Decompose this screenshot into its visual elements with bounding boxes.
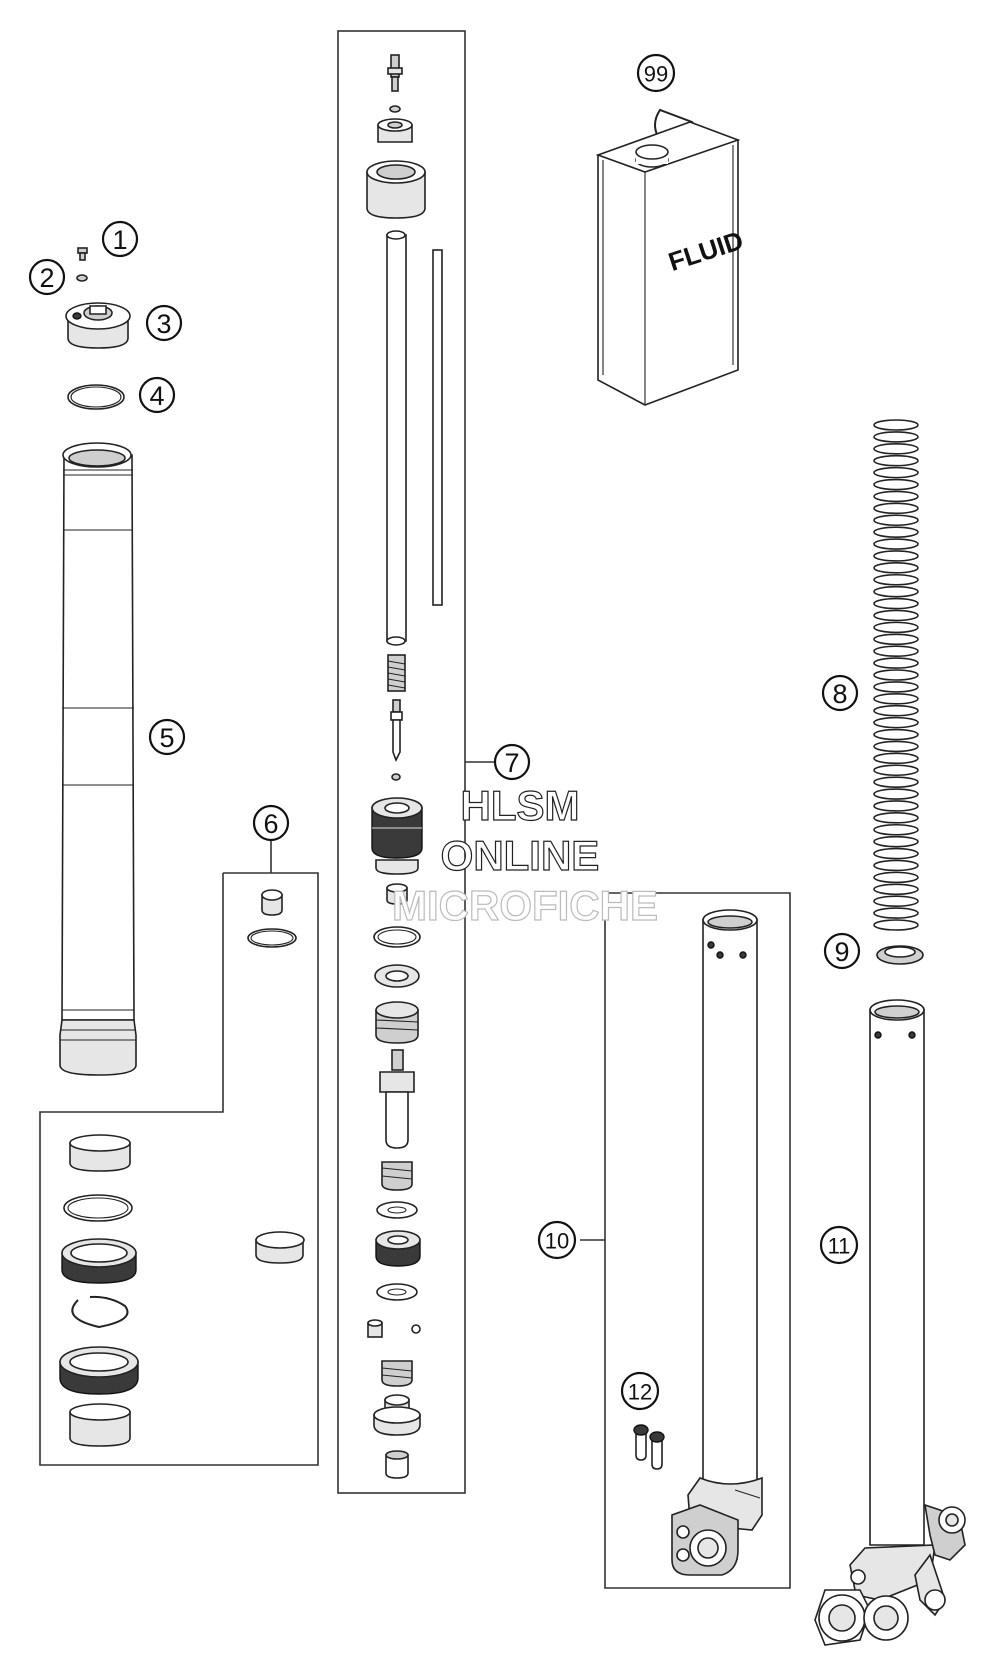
- part-fluid-can-99: FLUID: [595, 108, 747, 406]
- spring-coil: [873, 538, 919, 550]
- spring-coil: [873, 466, 919, 479]
- svg-text:11: 11: [828, 1234, 851, 1259]
- spring-coil: [873, 478, 919, 491]
- spring-coil: [873, 502, 919, 515]
- callout-11: 11: [819, 1225, 859, 1265]
- part-outer-tube-10: [671, 909, 763, 1576]
- svg-text:4: 4: [149, 381, 164, 411]
- spring-coil: [873, 526, 919, 538]
- spring-coil: [873, 728, 919, 741]
- frame-outer-tube: [604, 892, 791, 1589]
- callout-6: 6: [252, 804, 290, 842]
- spring-coil: [873, 907, 919, 919]
- spring-coil: [873, 550, 919, 562]
- svg-text:1: 1: [112, 225, 127, 255]
- spring-coil: [873, 454, 919, 467]
- callout-10: 10: [537, 1220, 577, 1260]
- spring-coil: [873, 740, 919, 753]
- spring-coil: [873, 788, 919, 800]
- group-frames: [39, 30, 791, 1589]
- part-seal-kit-6: [59, 889, 305, 1447]
- frame-seal-kit: [39, 872, 319, 1466]
- part-screw-1: [77, 247, 88, 261]
- spring-coil: [873, 573, 919, 586]
- watermark-line-3: MICROFICHE: [392, 882, 658, 929]
- spring-coil: [873, 919, 919, 931]
- spring-coil: [873, 859, 919, 872]
- part-fork-spring-8: [873, 419, 919, 931]
- spring-coil: [873, 585, 919, 598]
- spring-coil: [873, 431, 919, 443]
- spring-coil: [873, 704, 919, 717]
- spring-coil: [873, 657, 919, 669]
- callouts: 1 2 3 4 5 6 7 8: [28, 53, 861, 1411]
- part-fork-cap-3: [65, 302, 131, 349]
- watermark-line-2: ONLINE: [441, 832, 600, 879]
- svg-text:2: 2: [39, 263, 54, 293]
- svg-text:9: 9: [834, 937, 849, 967]
- svg-text:5: 5: [159, 723, 174, 753]
- spring-coil: [873, 490, 919, 503]
- callout-7: 7: [493, 743, 531, 781]
- spring-coil: [873, 871, 919, 884]
- spring-coil: [873, 776, 919, 788]
- svg-text:3: 3: [156, 309, 171, 339]
- callout-3: 3: [145, 304, 183, 342]
- spring-coil: [873, 752, 919, 765]
- spring-coil: [873, 621, 919, 634]
- spring-coil: [873, 812, 919, 824]
- svg-text:7: 7: [504, 748, 519, 778]
- spring-coil: [873, 681, 919, 693]
- callout-99: 99: [636, 53, 676, 93]
- part-bolts-12: [633, 1424, 665, 1470]
- svg-text:8: 8: [832, 679, 847, 709]
- svg-text:12: 12: [628, 1380, 652, 1405]
- spring-coil: [873, 764, 919, 777]
- part-cartridge-7: [366, 54, 443, 1479]
- svg-text:6: 6: [263, 809, 278, 839]
- spring-coil: [873, 847, 919, 860]
- svg-text:10: 10: [545, 1229, 569, 1254]
- spring-coil: [873, 716, 919, 729]
- spring-coil: [873, 835, 919, 848]
- callout-8: 8: [821, 674, 859, 712]
- watermark-line-1: HLSM: [461, 782, 580, 829]
- callout-12: 12: [620, 1371, 660, 1411]
- callout-5: 5: [148, 718, 186, 756]
- callout-1: 1: [101, 220, 139, 258]
- spring-coil: [873, 800, 919, 812]
- spring-coil: [873, 633, 919, 646]
- spring-coil: [873, 693, 919, 705]
- part-outer-tube-11: [814, 999, 966, 1646]
- watermark: HLSM ONLINE MICROFICHE: [391, 781, 658, 929]
- callout-4: 4: [138, 376, 176, 414]
- spring-coil: [873, 562, 919, 574]
- spring-coil: [873, 609, 919, 622]
- spring-coil: [873, 443, 919, 455]
- callout-2: 2: [28, 258, 66, 296]
- spring-coil: [873, 514, 919, 527]
- spring-coil: [873, 419, 919, 431]
- spring-coil: [873, 645, 919, 657]
- part-washer-2: [76, 274, 88, 282]
- spring-coil: [873, 597, 919, 610]
- spring-coil: [873, 895, 919, 907]
- spring-coil: [873, 669, 919, 681]
- part-spring-seat-9: [876, 945, 924, 965]
- spring-coil: [873, 823, 919, 836]
- part-oring-4: [67, 384, 125, 410]
- part-inner-tube-5: [59, 442, 137, 1076]
- svg-text:99: 99: [644, 62, 668, 87]
- spring-coil: [873, 883, 919, 896]
- callout-9: 9: [823, 932, 861, 970]
